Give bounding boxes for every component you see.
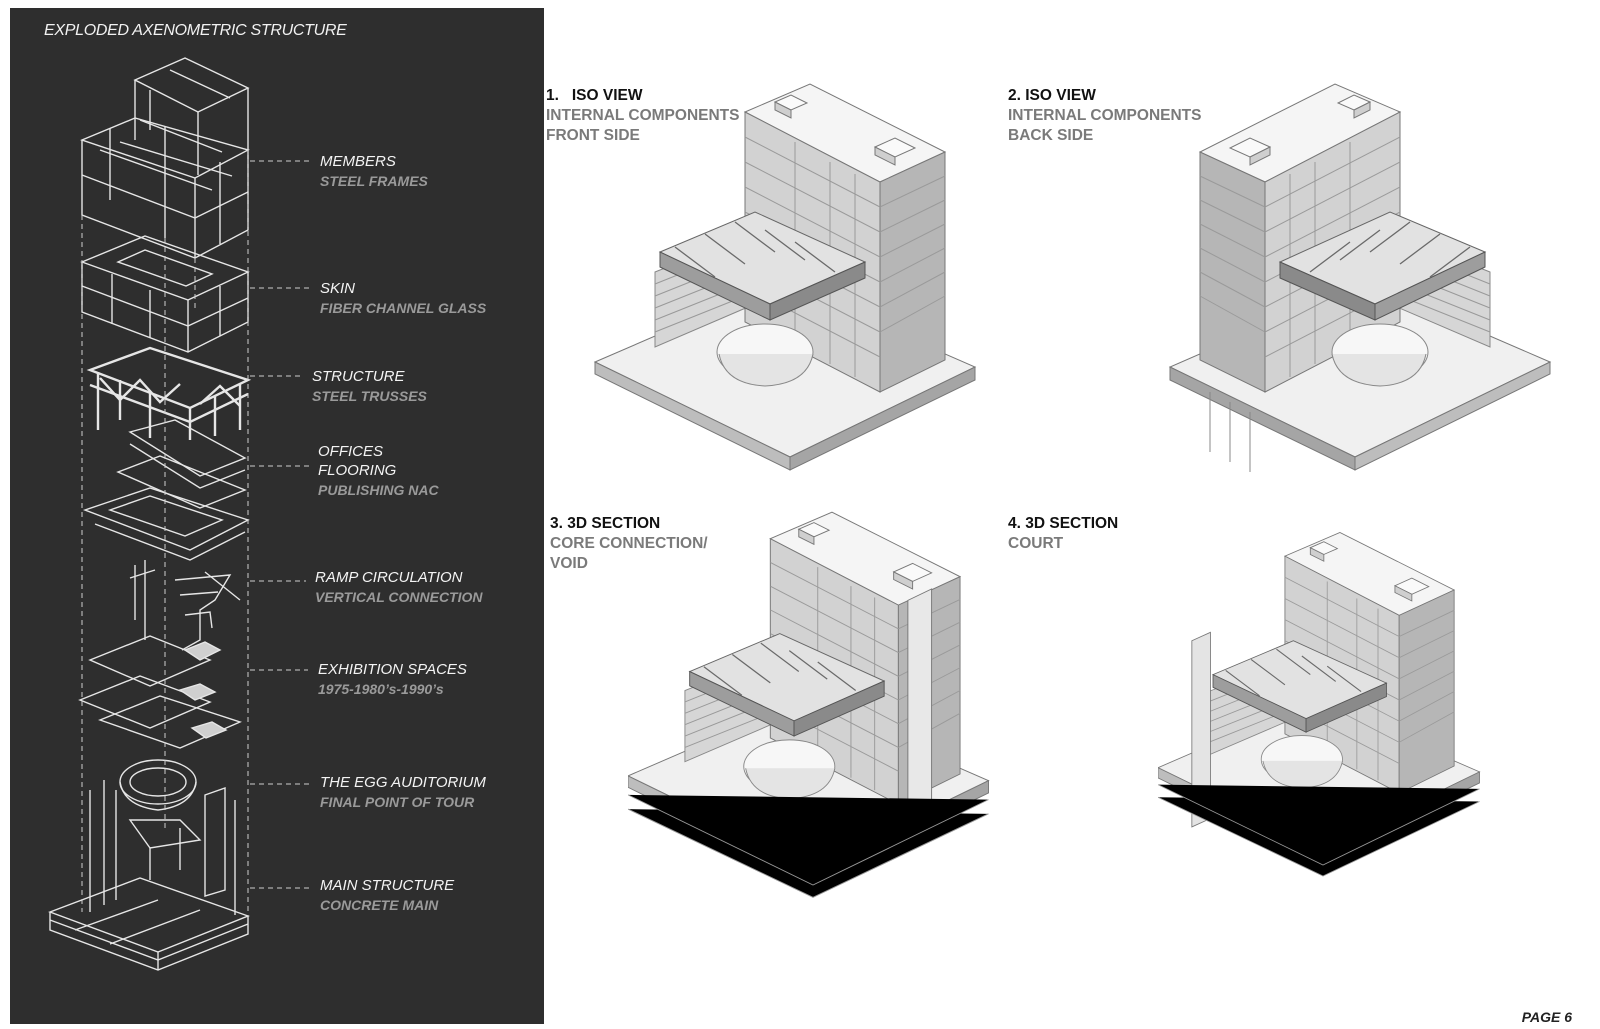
- label-main-structure: MAIN STRUCTURE CONCRETE MAIN: [320, 876, 454, 915]
- exploded-axonometric-drawing: [48, 57, 310, 971]
- label-title: EXHIBITION SPACES: [318, 661, 467, 678]
- label-subtitle: PUBLISHING NAC: [318, 482, 439, 498]
- label-subtitle: FIBER CHANNEL GLASS: [320, 300, 487, 316]
- label-skin: SKIN FIBER CHANNEL GLASS: [320, 279, 486, 318]
- label-title: THE EGG AUDITORIUM: [320, 774, 486, 791]
- view-line: INTERNAL COMPONENTS: [1008, 107, 1202, 124]
- view-line: FRONT SIDE: [546, 127, 640, 144]
- view-heading: 1. ISO VIEW: [546, 87, 643, 104]
- label-exhibition: EXHIBITION SPACES 1975-1980’s-1990’s: [318, 660, 467, 699]
- label-title: STRUCTURE: [312, 368, 405, 385]
- exhibition-layer: [78, 635, 242, 749]
- label-title: SKIN: [320, 280, 356, 297]
- label-ramp: RAMP CIRCULATION VERTICAL CONNECTION: [315, 568, 483, 607]
- label-title: RAMP CIRCULATION: [315, 569, 463, 586]
- view-heading: 3. 3D SECTION: [550, 515, 661, 532]
- view-2-label: 2. ISO VIEW INTERNAL COMPONENTS BACK SID…: [1008, 86, 1201, 146]
- view-4-label: 4. 3D SECTION COURT: [1008, 514, 1118, 554]
- label-title: OFFICES: [318, 443, 384, 460]
- view-line: COURT: [1008, 535, 1064, 552]
- view-line: INTERNAL COMPONENTS: [546, 107, 740, 124]
- view-heading: 4. 3D SECTION: [1008, 515, 1119, 532]
- label-title-line2: FLOORING: [318, 462, 397, 479]
- view-1-label: 1. ISO VIEW INTERNAL COMPONENTS FRONT SI…: [546, 86, 739, 146]
- view-line: VOID: [550, 555, 588, 572]
- steel-frame-layer: [80, 57, 250, 259]
- view-3-label: 3. 3D SECTION CORE CONNECTION/ VOID: [550, 514, 708, 574]
- view-heading: 2. ISO VIEW: [1008, 87, 1096, 104]
- label-title: MAIN STRUCTURE: [320, 877, 455, 894]
- ramp-layer: [129, 560, 241, 651]
- office-floor-layer: [82, 419, 250, 561]
- panel-title: EXPLODED AXENOMETRIC STRUCTURE: [44, 22, 347, 39]
- label-title: MEMBERS: [320, 153, 396, 170]
- egg-auditorium-layer: [119, 759, 226, 897]
- iso-view-back-render: [1169, 83, 1551, 472]
- iso-view-front-render: [594, 83, 976, 471]
- label-egg: THE EGG AUDITORIUM FINAL POINT OF TOUR: [320, 773, 486, 812]
- page-number: PAGE 6: [1521, 1009, 1572, 1025]
- view-line: CORE CONNECTION/: [550, 535, 708, 552]
- label-structure: STRUCTURE STEEL TRUSSES: [312, 367, 427, 406]
- section-core-void-render: [628, 511, 990, 898]
- label-subtitle: 1975-1980’s-1990’s: [318, 681, 444, 697]
- label-subtitle: FINAL POINT OF TOUR: [320, 794, 475, 810]
- section-court-render: [1158, 531, 1481, 877]
- truss-layer: [86, 346, 252, 440]
- label-subtitle: STEEL FRAMES: [320, 173, 428, 189]
- label-subtitle: STEEL TRUSSES: [312, 388, 427, 404]
- label-subtitle: CONCRETE MAIN: [320, 897, 439, 913]
- label-offices: OFFICES FLOORING PUBLISHING NAC: [318, 442, 439, 500]
- label-members: MEMBERS STEEL FRAMES: [320, 152, 428, 191]
- label-subtitle: VERTICAL CONNECTION: [315, 589, 483, 605]
- view-line: BACK SIDE: [1008, 127, 1094, 144]
